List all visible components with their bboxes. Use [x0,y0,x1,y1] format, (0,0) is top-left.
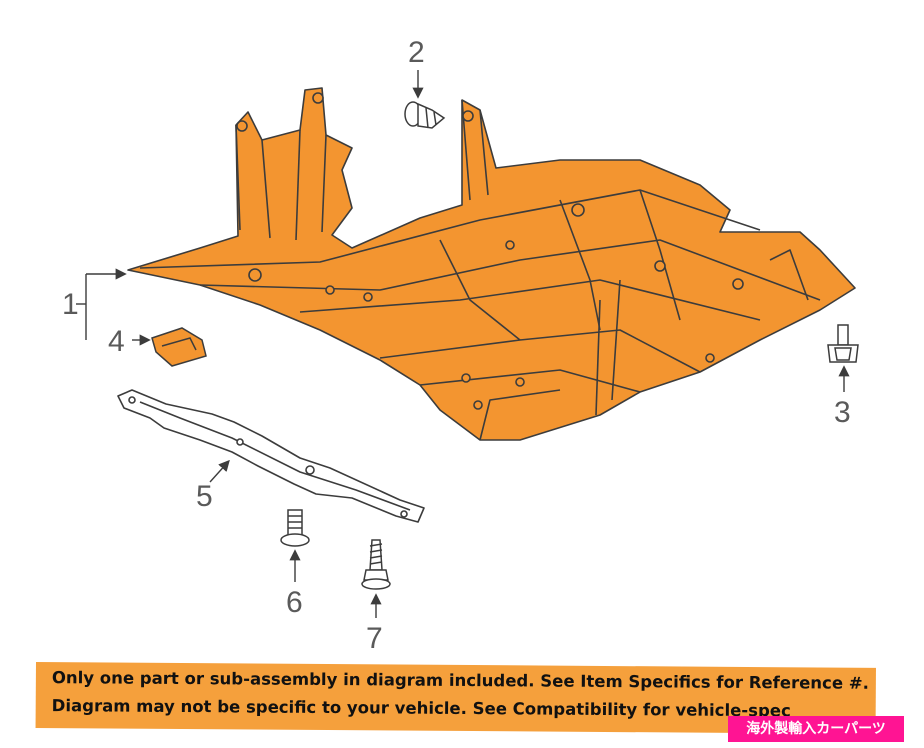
callout-2: 2 [408,36,425,69]
push-clip-part [404,101,446,129]
callout-3: 3 [834,396,851,429]
callout-6: 6 [286,586,303,619]
callout-4: 4 [108,325,125,358]
callout-5: 5 [196,480,213,513]
screw-part-7 [361,539,391,590]
leader-lines [76,70,850,618]
disclaimer-line-1: Only one part or sub-assembly in diagram… [51,668,869,693]
bolt-part-6 [280,509,310,547]
crossmember-part [117,389,425,523]
callout-7: 7 [366,622,383,655]
callout-1: 1 [62,288,79,321]
under-cover-part [127,87,856,441]
bolt-part-3 [827,324,859,363]
clip-nut-part [151,327,207,367]
disclaimer-line-2: Diagram may not be specific to your vehi… [51,696,791,721]
seller-badge: 海外製輸入カーパーツ [728,716,904,742]
